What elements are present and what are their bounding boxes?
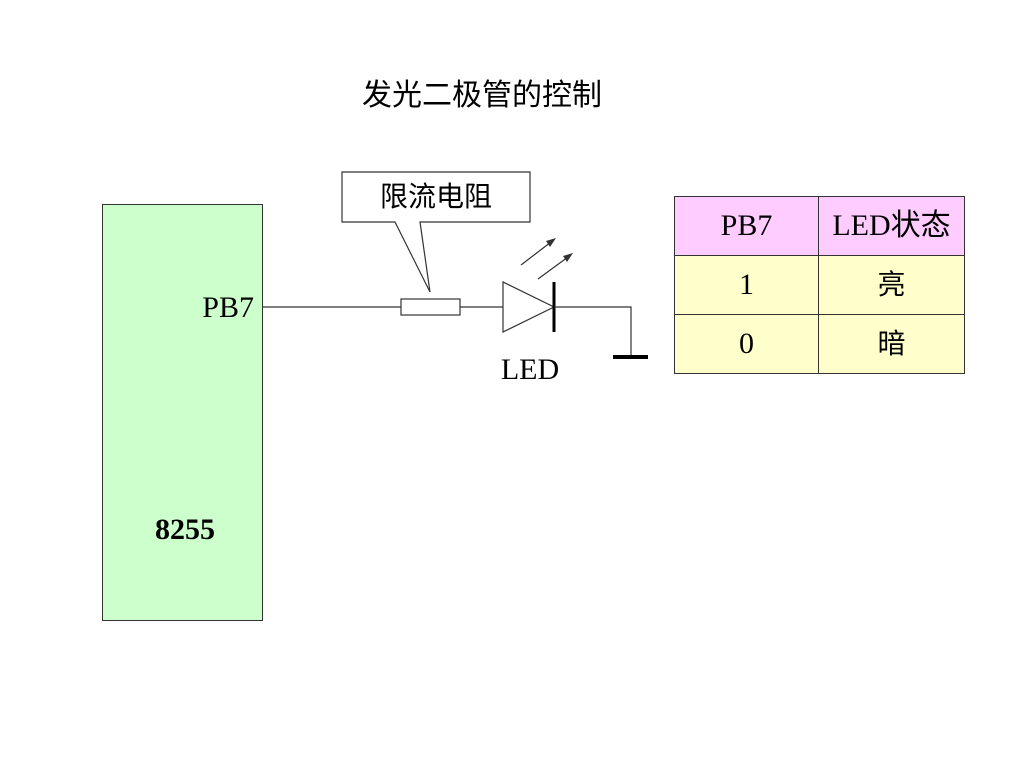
table-row: 0 暗 (674, 314, 965, 374)
table-cell: 1 (674, 255, 819, 315)
pin-label-pb7: PB7 (202, 291, 254, 324)
wire-led-to-ground (554, 306, 632, 357)
table-header-cell: PB7 (674, 196, 819, 256)
resistor-callout-label: 限流电阻 (379, 180, 492, 213)
led-label: LED (500, 353, 560, 386)
light-emission-arrows (520, 238, 573, 280)
table-cell: 亮 (818, 255, 965, 315)
table-header-row: PB7 LED状态 (674, 196, 965, 256)
led-state-table: PB7 LED状态 1 亮 0 暗 (674, 196, 965, 374)
chip-name-label: 8255 (155, 513, 215, 546)
resistor-callout-bubble (341, 171, 531, 293)
chip-8255-block (102, 204, 263, 621)
table-cell: 0 (674, 314, 819, 374)
slide-title: 发光二极管的控制 (362, 78, 602, 113)
resistor-symbol (400, 298, 461, 316)
table-header-cell: LED状态 (818, 196, 965, 256)
led-diode-triangle (502, 281, 556, 333)
table-row: 1 亮 (674, 255, 965, 315)
table-cell: 暗 (818, 314, 965, 374)
